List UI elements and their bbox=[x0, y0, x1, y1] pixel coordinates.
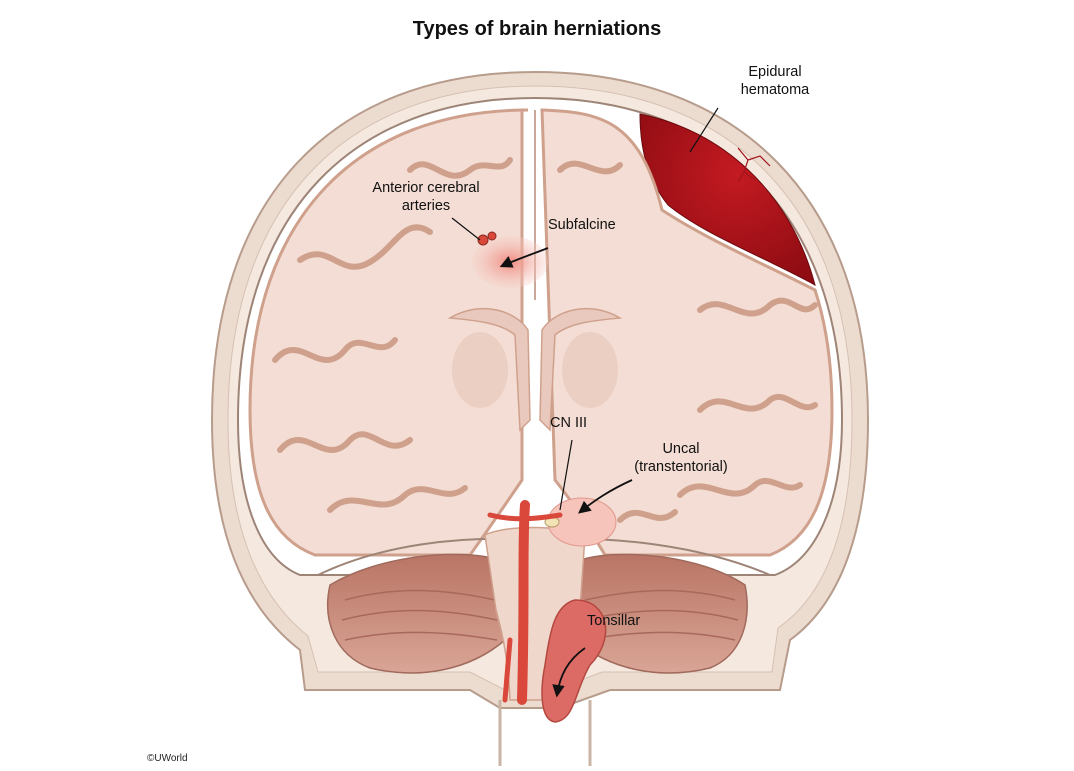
cn3-leader bbox=[559, 439, 573, 511]
aca-label-line1: Anterior cerebral bbox=[372, 180, 480, 196]
lateral-ventricles bbox=[447, 307, 623, 432]
aca-label-line2: arteries bbox=[401, 198, 451, 214]
copyright-text: ©UWorld bbox=[147, 753, 188, 764]
epidural-label-line1: Epidural bbox=[748, 64, 802, 80]
anterior-cerebral-arteries-label: Anterior cerebral arteries bbox=[362, 179, 490, 215]
subfalcine-label: Subfalcine bbox=[548, 217, 616, 233]
uncal-arrow bbox=[578, 479, 633, 514]
uncal-label-line2: (transtentorial) bbox=[634, 459, 728, 475]
epidural-label-line2: hematoma bbox=[740, 82, 810, 98]
basilar-artery bbox=[487, 500, 563, 705]
tonsillar-label: Tonsillar bbox=[587, 613, 641, 629]
diagram-title: Types of brain herniations bbox=[412, 18, 662, 40]
uncal-label: Uncal (transtentorial) bbox=[626, 440, 736, 476]
uncal-label-line1: Uncal bbox=[662, 441, 700, 457]
subfalcine-arrow bbox=[499, 247, 549, 268]
epidural-leader bbox=[689, 107, 719, 153]
anterior-cerebral-artery bbox=[477, 234, 489, 246]
tonsillar-arrow bbox=[552, 647, 586, 698]
aca-leader bbox=[451, 217, 481, 241]
epidural-hematoma-label: Epidural hematoma bbox=[735, 63, 815, 99]
cerebellum bbox=[326, 553, 506, 674]
cn-iii-label: CN III bbox=[550, 415, 588, 431]
